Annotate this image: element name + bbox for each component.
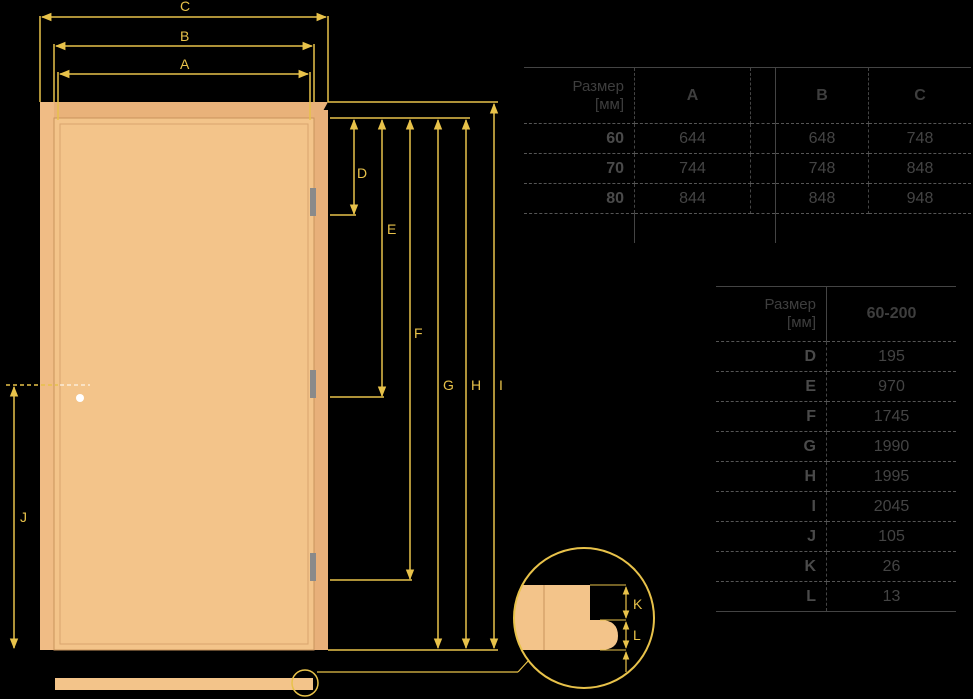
height-row-dim: G bbox=[716, 431, 827, 462]
width-col-a: A bbox=[634, 67, 751, 124]
height-row-dim: H bbox=[716, 461, 827, 492]
handle-height-dimension bbox=[6, 384, 58, 650]
width-cell: 748 bbox=[868, 123, 971, 154]
height-row-dim: D bbox=[716, 341, 827, 372]
height-dimensions bbox=[328, 101, 499, 651]
door-frame-left bbox=[40, 102, 54, 650]
door-elevation bbox=[40, 102, 328, 697]
detail-circle bbox=[513, 547, 655, 689]
door-leaf-inner bbox=[59, 123, 309, 645]
dim-label-l: L bbox=[633, 627, 641, 643]
dim-label-i: I bbox=[499, 377, 503, 393]
height-col-60-200: 60-200 bbox=[826, 286, 956, 342]
width-dimensions bbox=[39, 12, 329, 120]
hinge-bottom bbox=[310, 553, 316, 581]
width-table-header-line1: Размер bbox=[572, 77, 624, 95]
width-cell: 844 bbox=[634, 183, 751, 214]
door-leaf bbox=[53, 117, 315, 651]
width-cell: 744 bbox=[634, 153, 751, 184]
width-cell: 848 bbox=[775, 183, 869, 214]
height-table-header-line1: Размер bbox=[764, 296, 816, 313]
door-frame bbox=[40, 102, 328, 120]
width-cell: 748 bbox=[775, 153, 869, 184]
height-row-dim: L bbox=[716, 581, 827, 612]
detail-marker-circle bbox=[291, 669, 319, 697]
height-row-dim: F bbox=[716, 401, 827, 432]
height-cell: 26 bbox=[826, 551, 956, 582]
width-row-60: 60 644 648 748 bbox=[524, 123, 971, 154]
dim-label-j: J bbox=[20, 509, 27, 525]
height-cell: 1995 bbox=[826, 461, 956, 492]
width-cell: 948 bbox=[868, 183, 971, 214]
detail-callout: K L bbox=[317, 547, 655, 689]
width-table-header-line2: [мм] bbox=[595, 95, 624, 113]
height-cell: 195 bbox=[826, 341, 956, 372]
door-bottom-profile bbox=[55, 678, 313, 690]
height-cell: 105 bbox=[826, 521, 956, 552]
width-col-c: C bbox=[868, 67, 971, 124]
height-cell: 1745 bbox=[826, 401, 956, 432]
dim-label-h: H bbox=[471, 377, 481, 393]
width-col-spacer bbox=[750, 67, 776, 124]
width-row-size: 70 bbox=[524, 153, 635, 184]
height-row-dim: E bbox=[716, 371, 827, 402]
dim-label-g: G bbox=[443, 377, 454, 393]
dim-label-a: A bbox=[180, 56, 190, 72]
width-row-size: 60 bbox=[524, 123, 635, 154]
width-row-size: 80 bbox=[524, 183, 635, 214]
height-cell: 2045 bbox=[826, 491, 956, 522]
hinge-top bbox=[310, 188, 316, 216]
height-cell: 1990 bbox=[826, 431, 956, 462]
height-cell: 970 bbox=[826, 371, 956, 402]
hinge-middle bbox=[310, 370, 316, 398]
dim-label-c: C bbox=[180, 0, 190, 14]
door-handle bbox=[76, 394, 84, 402]
width-row-80: 80 844 848 948 bbox=[524, 183, 971, 214]
width-cell: 644 bbox=[634, 123, 751, 154]
dim-label-f: F bbox=[414, 325, 423, 341]
dim-label-e: E bbox=[387, 221, 396, 237]
height-row-dim: K bbox=[716, 551, 827, 582]
height-row-dim: J bbox=[716, 521, 827, 552]
height-table-header-label: Размер [мм] bbox=[716, 286, 827, 342]
dim-label-b: B bbox=[180, 28, 189, 44]
width-table: Размер [мм] A B C 60 644 648 748 70 744 … bbox=[524, 67, 971, 243]
width-cell: 648 bbox=[775, 123, 869, 154]
width-col-b: B bbox=[775, 67, 869, 124]
height-table-header-line2: [мм] bbox=[787, 314, 816, 331]
width-cell: 848 bbox=[868, 153, 971, 184]
dim-label-k: K bbox=[633, 596, 643, 612]
width-table-header-label: Размер [мм] bbox=[524, 67, 635, 124]
width-row-70: 70 744 748 848 bbox=[524, 153, 971, 184]
height-row-dim: I bbox=[716, 491, 827, 522]
height-cell: 13 bbox=[826, 581, 956, 612]
dim-label-d: D bbox=[357, 165, 367, 181]
door-frame-right bbox=[314, 110, 328, 650]
